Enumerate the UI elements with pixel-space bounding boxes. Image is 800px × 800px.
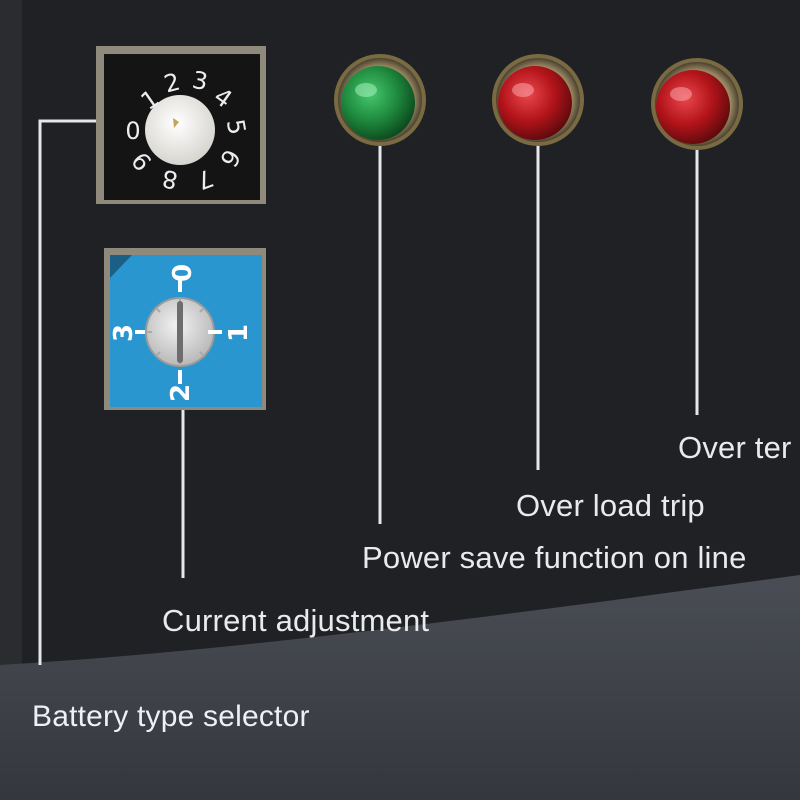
battery-switch-pointer (173, 118, 179, 128)
power-save-label: Power save function on line (362, 540, 747, 575)
battery-dial-number: 0 (125, 117, 141, 145)
current-dial-number: 0 (168, 263, 199, 283)
battery-switch-knob (145, 95, 215, 165)
power-save-led (341, 66, 415, 140)
panel-edge (0, 0, 22, 800)
battery-type-selector-label: Battery type selector (32, 700, 310, 733)
current-adjustment-switch (104, 248, 266, 410)
battery-type-selector-switch (96, 46, 266, 204)
current-dial-number: 3 (109, 323, 140, 343)
over-temp-label: Over ter (678, 430, 792, 465)
over-temp-led (656, 70, 730, 144)
over-load-trip-label: Over load trip (516, 488, 705, 523)
bottom-panel (0, 575, 800, 800)
leds (334, 54, 743, 150)
battery-selector-leader (38, 119, 102, 665)
over-load-trip-led (498, 66, 572, 140)
current-dial-number: 1 (224, 323, 255, 343)
leader-lines (38, 119, 699, 665)
current-adjustment-label: Current adjustment (162, 603, 430, 638)
current-dial-number: 2 (166, 383, 197, 403)
